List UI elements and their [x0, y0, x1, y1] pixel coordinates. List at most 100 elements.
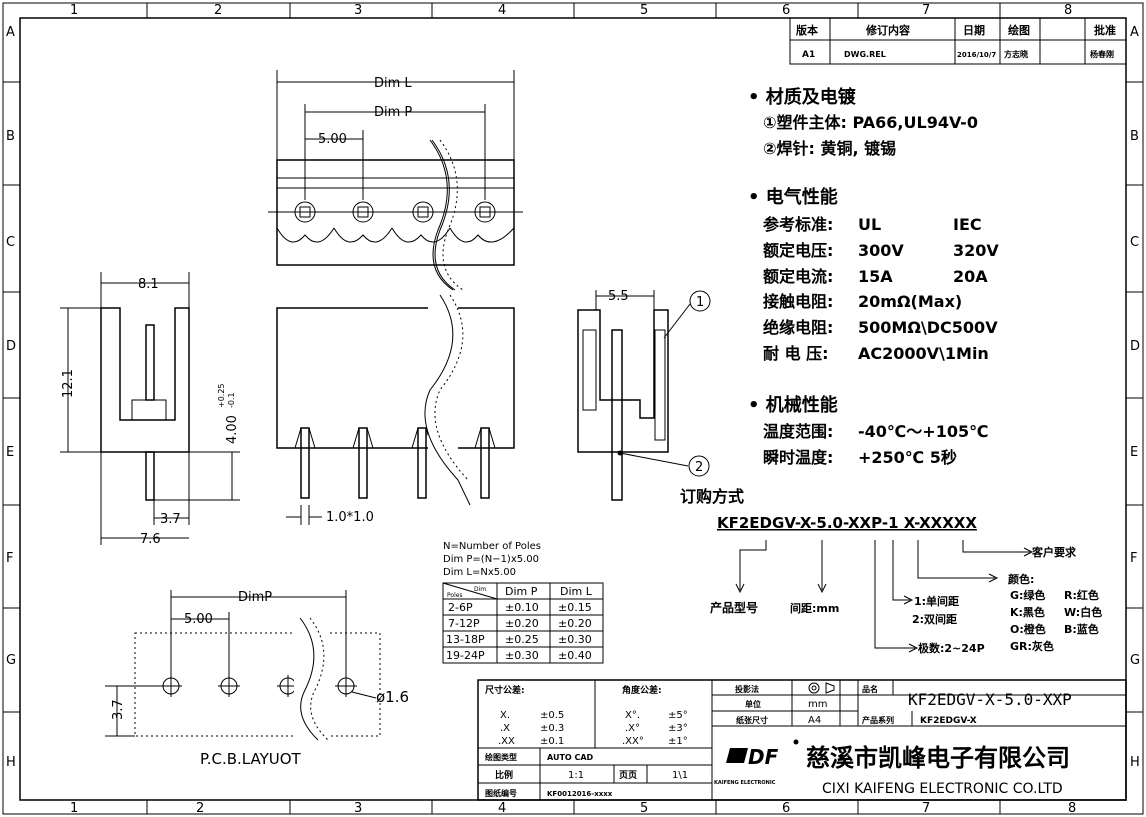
page-value: 1\1 — [672, 770, 688, 781]
mech-label-1: 瞬时温度: — [763, 448, 833, 467]
size-tol-0-key: X. — [500, 710, 510, 721]
tol-row2-poles: 13-18P — [446, 633, 485, 646]
poles-option: 极数:2~24P — [918, 641, 985, 655]
elec-label-2: 额定电流: — [763, 267, 833, 286]
size-tol-1-val: ±0.3 — [540, 723, 564, 734]
elec-label-4: 绝缘电阻: — [763, 318, 833, 337]
zone-row-d: D — [6, 339, 16, 354]
company-cn: 慈溪市凯峰电子有限公司 — [806, 744, 1070, 772]
electrical-title: • 电气性能 — [748, 186, 838, 208]
zone-col-8: 8 — [1064, 3, 1072, 18]
height-dim-label: 12.1 — [61, 369, 76, 398]
zone-row-f-r: F — [1130, 551, 1137, 566]
title-block: 尺寸公差: X. ±0.5 .X ±0.3 .XX ±0.1 角度公差: X°.… — [477, 679, 1127, 801]
projection-symbol-icon — [808, 682, 835, 694]
zone-col-3: 3 — [354, 3, 362, 18]
zone-col-1: 1 — [70, 3, 78, 18]
drawing-no: KF0012016-xxxx — [547, 790, 613, 798]
mech-v1-0: -40℃～+105℃ — [858, 422, 988, 441]
right-side-view: 5.5 1 2 — [577, 289, 711, 501]
tol-header-diml: Dim L — [560, 585, 593, 598]
revision-table: 版本 修订内容 日期 绘图 批准 A1 DWG.REL 2016/10/7 方志… — [789, 17, 1127, 65]
zone-row-a: A — [6, 25, 15, 40]
tol-minus-label: -0.1 — [227, 392, 236, 408]
pin-size-label: 1.0*1.0 — [326, 510, 374, 525]
zone-col-3b: 3 — [354, 801, 362, 816]
size-tol-2-key: .XX — [498, 736, 515, 747]
tol-row1-poles: 7-12P — [448, 617, 480, 630]
formula-line-1: N=Number of Poles — [443, 541, 541, 552]
zone-row-a-r: A — [1130, 25, 1139, 40]
angle-tol-label: 角度公差: — [622, 684, 662, 696]
mech-label-0: 温度范围: — [762, 422, 833, 441]
rev-header-drawer: 绘图 — [1008, 23, 1030, 37]
size-tol-label: 尺寸公差: — [485, 684, 525, 696]
pin-height-label: 4.00 — [225, 415, 240, 444]
customer-req: 客户要求 — [1031, 545, 1077, 559]
pcb-title: P.C.B.LAYUOT — [200, 750, 302, 768]
tol-plus-label: +0.25 — [217, 383, 226, 408]
rev-header-version: 版本 — [796, 23, 818, 37]
color-title: 颜色: — [1008, 572, 1034, 586]
zone-col-1b: 1 — [70, 801, 78, 816]
tol-row3-poles: 19-24P — [446, 649, 485, 662]
size-tol-0-val: ±0.5 — [540, 710, 564, 721]
material-title: • 材质及电镀 — [748, 86, 857, 108]
zone-row-e-r: E — [1130, 445, 1138, 460]
rev-cell-date: 2016/10/7 — [957, 51, 996, 59]
size-tol-1-key: .X — [500, 723, 510, 734]
ordering-section: 订购方式 KF2EDGV-X-5.0-XXP-1 X-XXXXX 客户要求 颜色… — [680, 487, 1102, 655]
elec-v2-2: 20A — [953, 267, 988, 286]
tol-row0-dimp: ±0.10 — [505, 601, 539, 614]
rev-cell-version: A1 — [802, 50, 815, 60]
zone-col-5: 5 — [640, 3, 648, 18]
callout-2-circle — [688, 455, 710, 477]
logo-text: DF — [748, 745, 779, 769]
angle-tol-2-val: ±1° — [668, 736, 688, 747]
elec-label-1: 额定电压: — [763, 241, 833, 260]
elec-label-0: 参考标准: — [763, 215, 833, 234]
rev-header-approver: 批准 — [1094, 23, 1116, 37]
angle-tol-0-val: ±5° — [668, 710, 688, 721]
rev-cell-drawer: 方志晓 — [1004, 49, 1028, 59]
dim-l-label: Dim L — [374, 76, 412, 91]
elec-v2-1: 320V — [953, 241, 999, 260]
pcb-layout: DimP 5.00 ø1.6 3.7 P.C.B.LAYUOT — [105, 590, 409, 768]
pcb-offset-label: 3.7 — [111, 699, 126, 720]
pin-offset-label: 3.7 — [160, 512, 181, 527]
angle-tol-1-key: .X° — [625, 723, 640, 734]
zone-col-4: 4 — [498, 3, 506, 18]
mechanical-title: • 机械性能 — [748, 394, 838, 416]
color-w: W:白色 — [1064, 605, 1102, 619]
tol-row3-dimp: ±0.30 — [505, 649, 539, 662]
elec-v1-3: 20mΩ(Max) — [858, 292, 962, 311]
logo-subtext: KAIFENG ELECTRONIC — [714, 780, 776, 786]
zone-col-4b: 4 — [498, 801, 506, 816]
zone-row-c: C — [6, 235, 15, 250]
color-o: O:橙色 — [1010, 622, 1046, 636]
tol-row3-diml: ±0.40 — [558, 649, 592, 662]
zone-row-g-r: G — [1130, 653, 1140, 668]
color-r: R:红色 — [1064, 588, 1099, 602]
color-g: G:绿色 — [1010, 588, 1045, 602]
company-en: CIXI KAIFENG ELECTRONIC CO.LTD — [822, 781, 1063, 797]
dim-p-label: Dim P — [374, 105, 412, 120]
callout-1-circle — [689, 290, 711, 312]
tol-row0-diml: ±0.15 — [558, 601, 592, 614]
elec-v1-1: 300V — [858, 241, 904, 260]
zone-row-d-r: D — [1130, 339, 1140, 354]
inner-frame — [19, 17, 1127, 801]
angle-tol-0-key: X°. — [625, 710, 640, 721]
color-k: K:黑色 — [1010, 605, 1045, 619]
color-gr: GR:灰色 — [1010, 639, 1054, 653]
zone-col-2: 2 — [214, 3, 222, 18]
top-view: Dim L Dim P 5.00 — [268, 70, 523, 291]
formula-line-2: Dim P=(N−1)x5.00 — [443, 554, 539, 565]
model-label: 产品型号 — [710, 600, 758, 615]
zone-col-6: 6 — [782, 3, 790, 18]
pcb-dimp-label: DimP — [238, 590, 272, 605]
side-width-label: 5.5 — [608, 289, 629, 304]
base-width-label: 7.6 — [140, 532, 161, 547]
tol-row1-diml: ±0.20 — [558, 617, 592, 630]
